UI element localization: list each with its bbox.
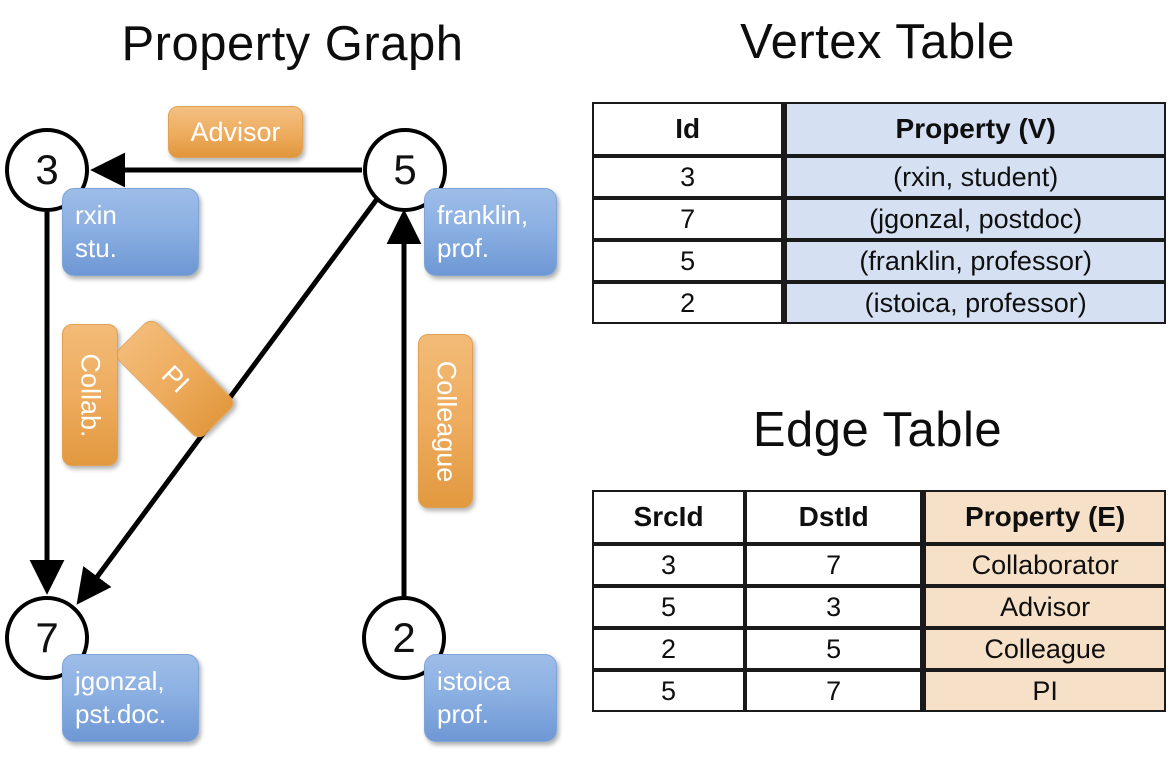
property-graph-canvas: 3 5 7 2 rxin stu. franklin, prof. jgonza… xyxy=(5,106,557,742)
table-row: 5 3 Advisor xyxy=(592,586,1166,628)
vertex-cell-id: 7 xyxy=(592,198,784,240)
vertex-cell-property: (jgonzal, postdoc) xyxy=(783,198,1166,240)
edge-cell-property: PI xyxy=(922,670,1166,712)
table-row: 3 (rxin, student) xyxy=(592,156,1166,198)
edge-cell-srcid: 3 xyxy=(592,544,746,586)
edge-table-header-dstid: DstId xyxy=(745,490,923,544)
vertex-table-header-row: Id Property (V) xyxy=(592,102,1166,156)
edge-cell-srcid: 5 xyxy=(592,586,746,628)
graph-node-3-label: 3 xyxy=(35,146,59,193)
table-row: 3 7 Collaborator xyxy=(592,544,1166,586)
graph-node-5[interactable]: 5 xyxy=(363,128,447,212)
vertex-table: Id Property (V) 3 (rxin, student) 7 (jgo… xyxy=(592,102,1166,324)
vertex-cell-id: 5 xyxy=(592,240,784,282)
table-row: 5 7 PI xyxy=(592,670,1166,712)
edge-label-colleague: Colleague xyxy=(418,334,473,508)
edge-label-advisor-text: Advisor xyxy=(190,116,281,147)
vertex-table-header-id: Id xyxy=(592,102,784,156)
page-title-edge-table: Edge Table xyxy=(752,403,1003,457)
edge-label-advisor: Advisor xyxy=(168,106,303,158)
edge-table: SrcId DstId Property (E) 3 7 Collaborato… xyxy=(592,490,1166,712)
edge-cell-property: Advisor xyxy=(922,586,1166,628)
vertex-cell-id: 3 xyxy=(592,156,784,198)
edge-cell-dstid: 7 xyxy=(745,544,923,586)
vertex-property-box-2: istoica prof. xyxy=(424,654,557,742)
vertex-cell-id: 2 xyxy=(592,282,784,324)
edge-label-pi-text: PI xyxy=(155,359,195,399)
edge-table-header-row: SrcId DstId Property (E) xyxy=(592,490,1166,544)
vertex-cell-property: (istoica, professor) xyxy=(783,282,1166,324)
edge-cell-dstid: 5 xyxy=(745,628,923,670)
table-row: 7 (jgonzal, postdoc) xyxy=(592,198,1166,240)
vertex-cell-property: (rxin, student) xyxy=(783,156,1166,198)
vertex-table-header-property: Property (V) xyxy=(783,102,1166,156)
edge-cell-dstid: 7 xyxy=(745,670,923,712)
edge-table-header-srcid: SrcId xyxy=(592,490,746,544)
vertex-property-box-3: rxin stu. xyxy=(62,188,199,276)
edge-cell-property: Collaborator xyxy=(922,544,1166,586)
vertex-property-box-5: franklin, prof. xyxy=(424,188,557,276)
table-row: 5 (franklin, professor) xyxy=(592,240,1166,282)
edge-label-collab-text: Collab. xyxy=(75,352,106,438)
vertex-cell-property: (franklin, professor) xyxy=(783,240,1166,282)
page-title-property-graph: Property Graph xyxy=(121,17,464,71)
graph-node-2[interactable]: 2 xyxy=(362,596,446,680)
edge-label-collab: Collab. xyxy=(62,324,118,466)
graph-node-7-label: 7 xyxy=(35,614,59,661)
graph-node-5-label: 5 xyxy=(393,146,417,193)
table-row: 2 (istoica, professor) xyxy=(592,282,1166,324)
graph-node-2-label: 2 xyxy=(392,614,416,661)
table-row: 2 5 Colleague xyxy=(592,628,1166,670)
edge-cell-srcid: 5 xyxy=(592,670,746,712)
edge-table-header-property: Property (E) xyxy=(922,490,1166,544)
edge-label-colleague-text: Colleague xyxy=(431,360,461,482)
page-title-vertex-table: Vertex Table xyxy=(740,15,1015,69)
edge-cell-dstid: 3 xyxy=(745,586,923,628)
vertex-property-box-7: jgonzal, pst.doc. xyxy=(62,654,199,742)
edge-cell-property: Colleague xyxy=(922,628,1166,670)
edge-cell-srcid: 2 xyxy=(592,628,746,670)
